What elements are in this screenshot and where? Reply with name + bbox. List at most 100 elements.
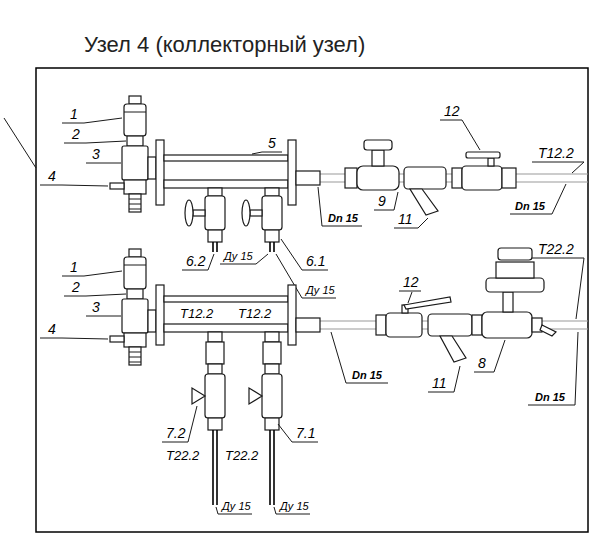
callout-underline xyxy=(302,298,336,299)
callout-underline xyxy=(428,392,454,393)
union-nut xyxy=(127,289,143,299)
manifold-bracket xyxy=(288,140,296,205)
valve-stem xyxy=(488,158,494,166)
leader-line xyxy=(331,332,346,383)
manifold-tube xyxy=(164,180,288,188)
callout-underline xyxy=(218,514,252,515)
diaphragm-housing xyxy=(486,278,544,292)
callout-number: 8 xyxy=(477,356,487,370)
leader-line xyxy=(84,271,122,276)
callout-underline xyxy=(528,405,575,406)
pipe-label: T22.2 xyxy=(537,242,575,256)
callout-number: 5 xyxy=(267,136,277,150)
callout-number: 7.2 xyxy=(165,426,186,440)
drain-handle xyxy=(110,336,124,342)
valve-body xyxy=(262,196,282,230)
drain-cock xyxy=(124,333,146,347)
manifold-tube xyxy=(164,324,288,332)
callout-underline xyxy=(182,270,208,271)
callout-underline xyxy=(62,276,84,277)
air-vent-cap xyxy=(129,96,141,104)
regulator-body xyxy=(482,312,532,338)
tee-body xyxy=(122,299,148,333)
leader-line xyxy=(408,292,412,303)
callout-number: 4 xyxy=(47,322,57,336)
callout-underline xyxy=(276,514,310,515)
callout-underline xyxy=(64,296,86,297)
manifold-fitting xyxy=(296,318,320,332)
leader-line xyxy=(576,258,584,319)
callout-underline xyxy=(399,291,421,292)
union-nut xyxy=(208,364,222,374)
regulator-bonnet xyxy=(496,262,534,278)
handwheel xyxy=(364,140,392,150)
leader-line xyxy=(462,120,480,150)
pipe-label: T22.2 xyxy=(224,449,259,462)
pipe-label: T22.2 xyxy=(165,449,200,462)
leader-line xyxy=(281,239,302,270)
air-vent xyxy=(124,257,146,289)
leader-line xyxy=(252,152,262,154)
callout-underline xyxy=(394,228,418,229)
callout-underline xyxy=(40,338,62,339)
callout-underline xyxy=(346,383,388,384)
callout-number: 3 xyxy=(91,147,101,161)
strainer-body xyxy=(404,167,446,189)
callout-number: 2 xyxy=(71,127,81,141)
leader-line xyxy=(454,366,460,392)
vent-drain-assembly xyxy=(40,96,156,212)
callout-number: 7.1 xyxy=(295,426,316,440)
manifold-tube xyxy=(164,155,288,161)
callout-number: 11 xyxy=(431,376,448,390)
union-nut xyxy=(265,364,279,374)
size-label: Ду 15 xyxy=(221,501,252,512)
ball-valve-body xyxy=(462,166,502,190)
valve-body xyxy=(262,374,282,418)
ball-valve xyxy=(249,332,282,505)
butterfly-handle xyxy=(249,388,262,404)
union-nut xyxy=(376,315,386,335)
callout-underline xyxy=(510,214,552,215)
ball-valve-body xyxy=(386,313,422,337)
union xyxy=(206,342,224,364)
leader-line xyxy=(274,507,276,514)
union-nut xyxy=(345,168,357,188)
callout-underline xyxy=(532,258,584,259)
union-nut xyxy=(208,418,222,430)
leader-line xyxy=(494,340,505,372)
callout-underline xyxy=(262,152,282,153)
union-nut xyxy=(265,230,279,242)
callout-number: 11 xyxy=(397,212,414,226)
branch-pipe xyxy=(269,430,271,505)
union-nut xyxy=(502,168,516,188)
lever-handle xyxy=(404,297,451,309)
air-vent xyxy=(124,104,146,136)
leader-line xyxy=(394,192,398,210)
leader-line xyxy=(552,184,566,214)
callout-underline xyxy=(86,316,106,317)
tee-body xyxy=(122,146,148,180)
manifold-bracket xyxy=(288,285,296,345)
callout-number: 4 xyxy=(47,169,57,183)
strainer-body xyxy=(428,314,472,336)
callout-underline xyxy=(62,123,84,124)
manifold-tube xyxy=(164,296,288,302)
size-label: Ду 15 xyxy=(223,251,254,262)
hose-ridge xyxy=(129,357,141,358)
drain-handle xyxy=(110,183,124,189)
leader-line xyxy=(84,118,122,123)
diagram-title: Узел 4 (коллекторный узел) xyxy=(84,34,365,56)
callout-underline xyxy=(220,264,256,265)
size-label: Dn 15 xyxy=(327,213,359,224)
valve-body xyxy=(205,374,225,418)
strainer-leg xyxy=(440,336,466,362)
branch-pipe xyxy=(212,242,214,252)
hose-ridge xyxy=(129,209,141,210)
union-nut xyxy=(265,188,279,196)
pipe-label: T12.2 xyxy=(237,307,272,320)
valve-bonnet xyxy=(372,150,384,166)
callout-underline xyxy=(40,185,62,186)
branch-pipe xyxy=(273,430,275,505)
size-label: Dn 15 xyxy=(534,392,566,403)
union-nut xyxy=(127,136,143,146)
